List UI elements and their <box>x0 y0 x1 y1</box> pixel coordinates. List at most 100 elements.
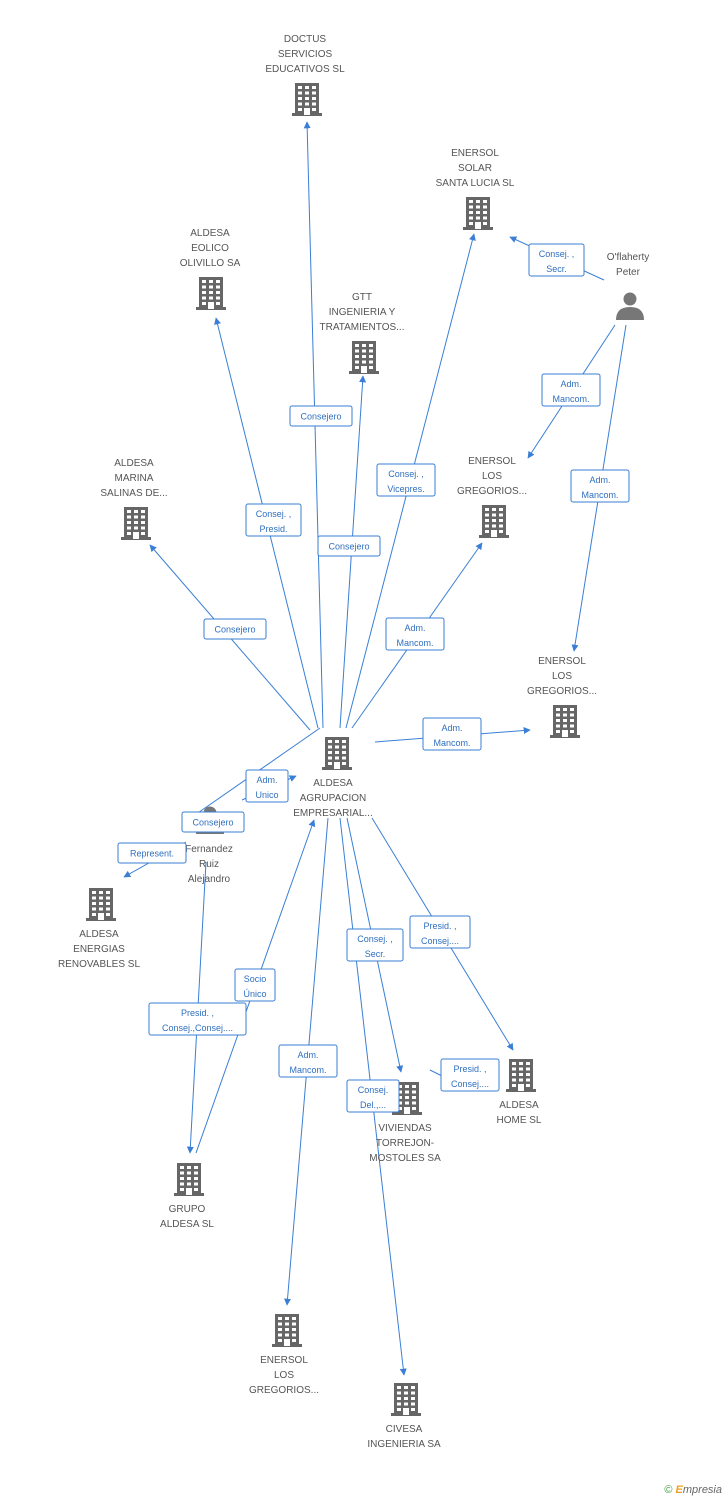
building-icon[interactable] <box>506 1059 536 1092</box>
building-icon[interactable] <box>121 507 151 540</box>
edge-label-agrupacion-to-gregorios2[interactable]: Adm.Mancom. <box>422 717 482 751</box>
node-label: GTT <box>352 292 372 303</box>
node-gregorios1[interactable]: ENERSOLLOSGREGORIOS... <box>457 456 527 538</box>
edge-label-agrupacion-to-gregorios3[interactable]: Adm.Mancom. <box>278 1044 338 1078</box>
edge-label-box[interactable] <box>541 373 601 407</box>
edge-label-box[interactable] <box>181 811 245 833</box>
edge-label-text: Vicepres. <box>387 484 424 494</box>
edge-label-agrupacion-to-eolico[interactable]: Consej. ,Presid. <box>245 503 302 537</box>
edge-label-text: Adm. <box>441 723 462 733</box>
edge-label-agrupacion-to-home[interactable]: Presid. ,Consej.... <box>409 915 471 949</box>
building-icon[interactable] <box>196 277 226 310</box>
node-label: INGENIERIA SA <box>367 1439 441 1450</box>
node-label: Alejandro <box>188 874 231 885</box>
node-label: EDUCATIVOS SL <box>265 64 345 75</box>
edge-label-text: Presid. , <box>181 1008 214 1018</box>
edge-label-box[interactable] <box>570 469 630 503</box>
edge-label-box[interactable] <box>289 405 353 427</box>
edge-label-agrupacion-to-gtt[interactable]: Consejero <box>317 535 381 557</box>
edge-label-box[interactable] <box>409 915 471 949</box>
edge-label-text: Consejero <box>300 412 341 422</box>
node-label: GREGORIOS... <box>527 686 597 697</box>
edge-label-text: Mancom. <box>581 490 618 500</box>
edge-label-oflaherty-to-gregorios2[interactable]: Adm.Mancom. <box>570 469 630 503</box>
edge-label-agrupacion-to-viviendas[interactable]: Consej. ,Secr. <box>346 928 404 962</box>
edge-label-box[interactable] <box>422 717 482 751</box>
edge-label-text: Mancom. <box>396 638 433 648</box>
edge-label-box[interactable] <box>278 1044 338 1078</box>
node-label: SOLAR <box>458 163 492 174</box>
node-gregorios2[interactable]: ENERSOLLOSGREGORIOS... <box>527 656 597 738</box>
edge-label-box[interactable] <box>346 1079 400 1113</box>
edge-label-box[interactable] <box>203 618 267 640</box>
edge-label-box[interactable] <box>234 968 276 1002</box>
edge-label-box[interactable] <box>440 1058 500 1092</box>
node-label: CIVESA <box>386 1424 423 1435</box>
edge-label-box[interactable] <box>117 842 187 864</box>
edge-label-text: Adm. <box>404 623 425 633</box>
edge-label-agrupacion-to-civesa[interactable]: Consej.Del.,... <box>346 1079 400 1113</box>
building-icon[interactable] <box>349 341 379 374</box>
edge-label-text: Represent. <box>130 849 174 859</box>
edge-label-text: Consejero <box>328 542 369 552</box>
building-icon[interactable] <box>479 505 509 538</box>
edge-label-box[interactable] <box>245 769 289 803</box>
edge-label-text: Secr. <box>546 264 567 274</box>
node-civesa[interactable]: CIVESA INGENIERIA SA <box>367 1383 441 1450</box>
building-icon[interactable] <box>292 83 322 116</box>
edge-label-fernandez-to-energias[interactable]: Represent. <box>117 842 187 864</box>
edge-label-box[interactable] <box>385 617 445 651</box>
edge-label-fernandez-to-agrupacion[interactable]: Adm.Unico <box>245 769 289 803</box>
edge-label-text: Del.,... <box>360 1100 386 1110</box>
node-label: SALINAS DE... <box>100 488 167 499</box>
person-icon[interactable] <box>616 292 644 321</box>
edge-label-agrupacion-to-marina[interactable]: Consejero <box>203 618 267 640</box>
node-label: LOS <box>274 1370 294 1381</box>
edge-label-box[interactable] <box>346 928 404 962</box>
node-label: LOS <box>482 471 502 482</box>
building-icon[interactable] <box>174 1163 204 1196</box>
edge-label-oflaherty-to-gregorios1[interactable]: Adm.Mancom. <box>541 373 601 407</box>
edge-label-agrupacion-to-enersol_santa[interactable]: Consej. ,Vicepres. <box>376 463 436 497</box>
edge-label-fernandez-to-grupo[interactable]: Presid. , Consej.,Consej.... <box>148 1002 247 1036</box>
building-icon[interactable] <box>322 737 352 770</box>
edge-label-agrupacion-to-fernandez[interactable]: Consejero <box>181 811 245 833</box>
edge-label-box[interactable] <box>148 1002 247 1036</box>
edge-label-box[interactable] <box>245 503 302 537</box>
edge-label-text: Socio <box>244 974 267 984</box>
building-icon[interactable] <box>86 888 116 921</box>
edge-label-agrupacion-to-gregorios1[interactable]: Adm. Mancom. <box>385 617 445 651</box>
node-label: LOS <box>552 671 572 682</box>
node-agrupacion[interactable]: ALDESAAGRUPACIONEMPRESARIAL... <box>293 737 373 819</box>
edge-label-viviendas-to-home[interactable]: Presid. ,Consej.... <box>440 1058 500 1092</box>
edge-label-text: Consej.,Consej.... <box>162 1023 233 1033</box>
node-label: ENERGIAS <box>73 944 125 955</box>
building-icon[interactable] <box>391 1383 421 1416</box>
node-label: ALDESA <box>499 1100 539 1111</box>
edge-label-agrupacion-to-doctus[interactable]: Consejero <box>289 405 353 427</box>
node-label: ALDESA <box>114 458 154 469</box>
edge-label-box[interactable] <box>317 535 381 557</box>
node-label: SERVICIOS <box>278 49 333 60</box>
edge-label-oflaherty-to-enersol_santa[interactable]: Consej. ,Secr. <box>528 243 585 277</box>
building-icon[interactable] <box>272 1314 302 1347</box>
node-label: AGRUPACION <box>300 793 367 804</box>
edge-label-box[interactable] <box>528 243 585 277</box>
edge-label-text: Consejero <box>214 625 255 635</box>
node-gregorios3[interactable]: ENERSOLLOSGREGORIOS... <box>249 1314 319 1396</box>
building-icon[interactable] <box>550 705 580 738</box>
edge-label-box[interactable] <box>376 463 436 497</box>
node-label: ALDESA <box>190 228 230 239</box>
building-icon[interactable] <box>463 197 493 230</box>
